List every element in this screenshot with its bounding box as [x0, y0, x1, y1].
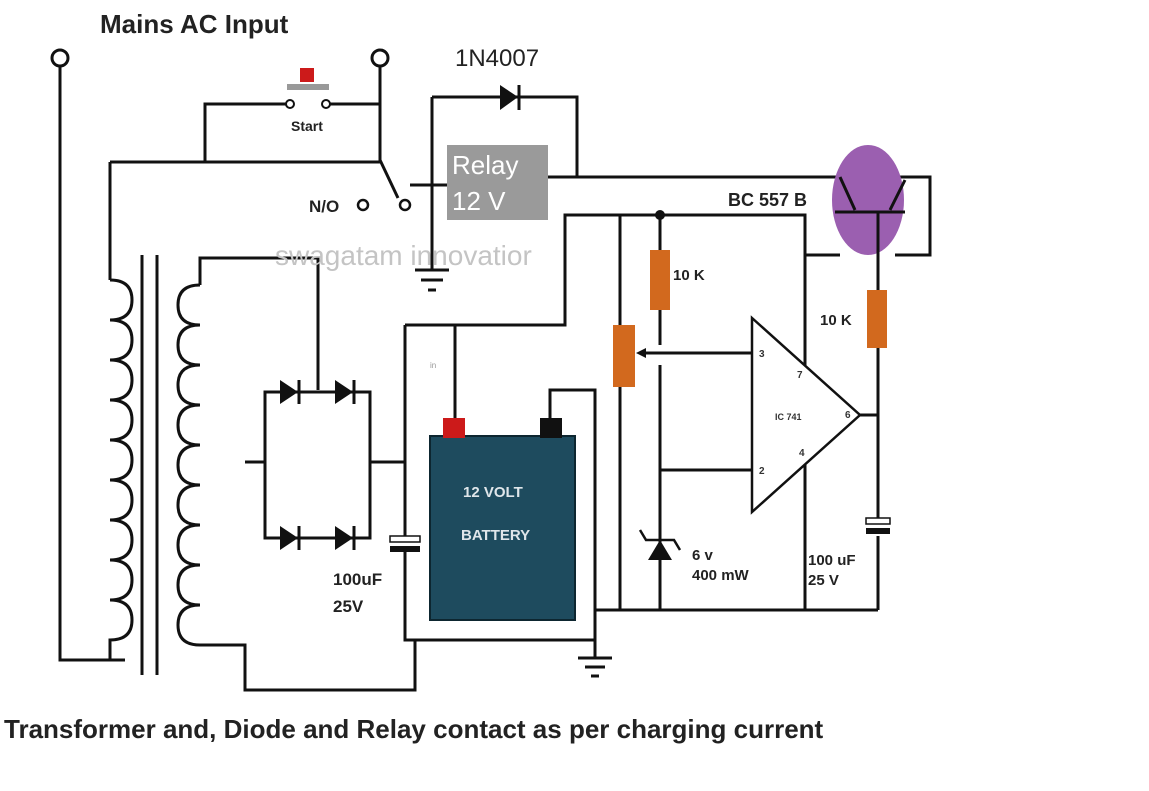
- relay: [447, 145, 548, 220]
- pin-6: 6: [845, 410, 851, 421]
- filter-capacitor-plate: [390, 546, 420, 552]
- start-label: Start: [291, 118, 323, 134]
- filter-cap-voltage: 25V: [333, 597, 364, 616]
- bridge-rectifier: [245, 380, 405, 550]
- relay-voltage: 12 V: [452, 186, 506, 216]
- wire-start: [203, 102, 380, 162]
- output-capacitor: [865, 517, 891, 525]
- resistor-10k-2: [867, 290, 887, 348]
- battery-negative-terminal: [540, 418, 562, 438]
- zener-diode: [648, 540, 672, 560]
- output-capacitor-plate: [866, 528, 890, 534]
- resistor-2-label: 10 K: [820, 312, 852, 329]
- zener-bar: [638, 529, 682, 551]
- transistor-leads: [835, 176, 907, 290]
- common-contact-terminal: [398, 198, 412, 212]
- filter-cap-value: 100uF: [333, 570, 382, 589]
- wire-secondary: [198, 256, 417, 692]
- diode-label: 1N4007: [455, 45, 539, 72]
- battery-label-2: BATTERY: [461, 527, 530, 544]
- zener-voltage: 6 v: [692, 547, 714, 564]
- diagram-title: Mains AC Input: [100, 9, 289, 39]
- potentiometer: [613, 325, 635, 387]
- junction-dot: [655, 210, 665, 220]
- zener-power: 400 mW: [692, 567, 750, 584]
- ground-symbol: [578, 640, 612, 678]
- start-pushbutton: Start: [285, 68, 331, 134]
- wire-supply: [405, 213, 878, 640]
- wire-relay-diode: [430, 95, 579, 270]
- pin-2: 2: [759, 466, 765, 477]
- battery-positive-terminal: [443, 418, 465, 438]
- resistor-10k-1: [650, 250, 670, 310]
- secondary-coil: [176, 283, 201, 647]
- output-cap-voltage: 25 V: [808, 572, 839, 589]
- wire-mains-left: [58, 66, 125, 662]
- small-mark: in: [430, 361, 436, 370]
- wire-transistor: [548, 175, 932, 257]
- pot-wiper-arrow: [636, 348, 646, 358]
- pin-3: 3: [759, 349, 765, 360]
- transistor-bc557: [832, 145, 904, 255]
- wire-output: [860, 348, 880, 610]
- pin-7: 7: [797, 370, 803, 381]
- wire-primary-top: [108, 160, 380, 280]
- watermark: swagatam innovatior: [275, 240, 532, 271]
- battery: [429, 435, 576, 621]
- wire-filter-cap: [403, 325, 595, 642]
- pin-4: 4: [799, 448, 805, 459]
- transistor-label: BC 557 B: [728, 190, 807, 210]
- primary-coil: [108, 278, 134, 662]
- ground-symbol-relay: [415, 268, 449, 292]
- no-contact-terminal: [356, 198, 370, 212]
- opamp-ic741: [750, 315, 862, 515]
- mains-terminal-left: [50, 48, 70, 68]
- mains-terminal-right: [370, 48, 390, 68]
- relay-switch-lever: [378, 66, 400, 199]
- filter-capacitor: [389, 535, 421, 543]
- resistor-1-label: 10 K: [673, 267, 705, 284]
- no-contact-label: N/O: [309, 197, 339, 216]
- diode-1n4007: [500, 85, 518, 110]
- relay-label: Relay: [452, 150, 518, 180]
- battery-label-1: 12 VOLT: [463, 484, 523, 501]
- opamp-label: IC 741: [775, 412, 802, 422]
- diagram-caption: Transformer and, Diode and Relay contact…: [4, 714, 824, 744]
- output-cap-value: 100 uF: [808, 552, 856, 569]
